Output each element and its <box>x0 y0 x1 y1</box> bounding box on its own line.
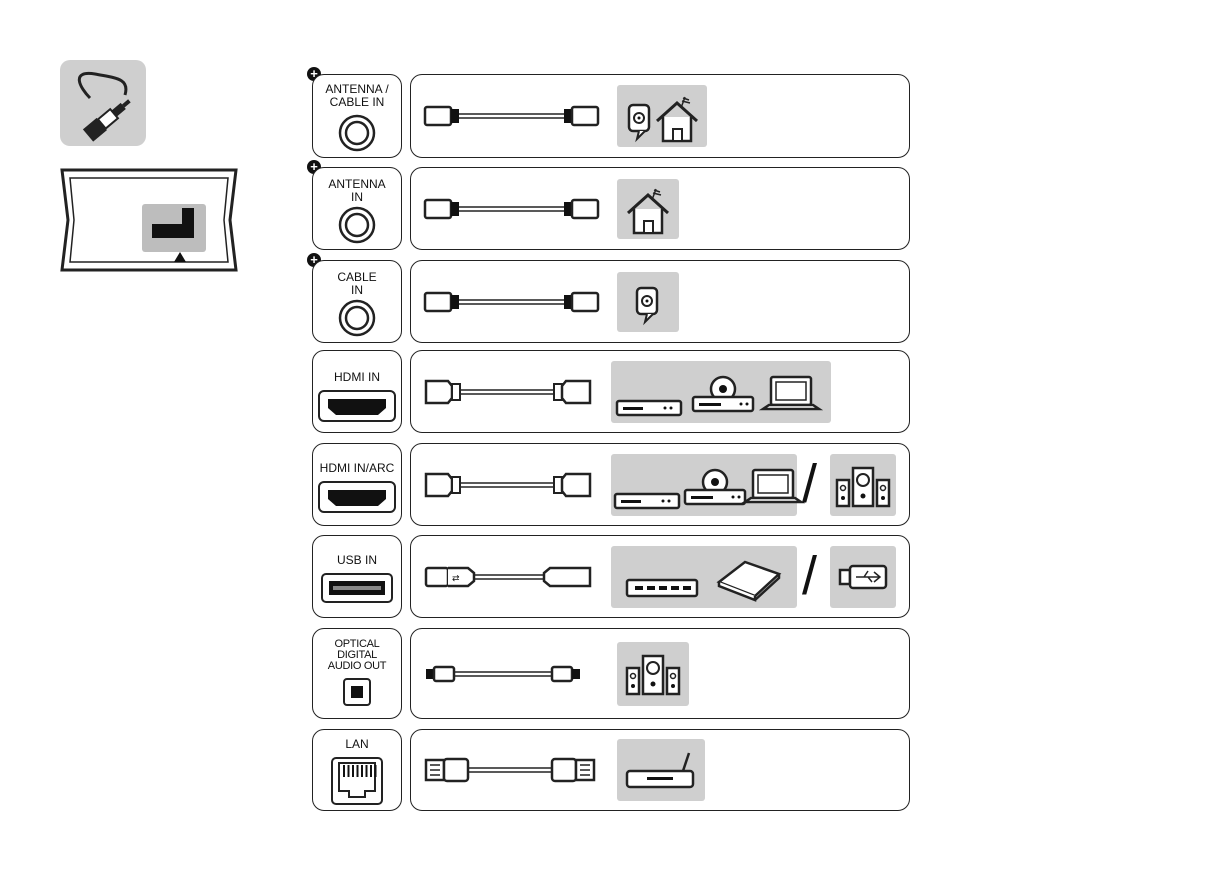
port-box: OPTICAL DIGITAL AUDIO OUT <box>312 628 402 719</box>
usb-hub-icon <box>625 566 699 600</box>
set-top-box-icon <box>613 474 681 512</box>
laptop-icon <box>743 466 803 504</box>
svg-text:⇄: ⇄ <box>452 574 460 584</box>
coax-port-icon <box>337 113 377 153</box>
coax-cable-icon <box>424 99 600 133</box>
wall-outlet-icon <box>633 282 661 324</box>
device-tile <box>611 361 831 423</box>
port-box: ANTENNA IN <box>312 167 402 250</box>
hdmi-cable-icon <box>424 468 600 502</box>
cable-plug-icon <box>60 60 146 146</box>
wall-outlet-icon <box>625 99 653 141</box>
lan-cable-icon <box>424 753 600 787</box>
usb-port-icon <box>321 573 393 603</box>
optical-port-icon <box>343 678 371 706</box>
separator-slash: / <box>802 455 817 513</box>
port-label: ANTENNA IN <box>313 178 401 204</box>
optical-cable-icon <box>424 657 600 691</box>
speakers-icon <box>833 466 893 508</box>
port-label: ANTENNA / CABLE IN <box>313 83 401 109</box>
port-box: ANTENNA / CABLE IN <box>312 74 402 158</box>
port-box: LAN <box>312 729 402 811</box>
device-tile <box>617 272 679 332</box>
house-antenna-icon <box>653 95 701 143</box>
port-label: USB IN <box>313 554 401 567</box>
router-icon <box>623 749 697 789</box>
dvd-player-icon <box>681 468 749 506</box>
device-tile <box>617 85 707 147</box>
device-tile <box>617 642 689 706</box>
dvd-player-icon <box>689 375 757 413</box>
tv-back-panel-icon <box>58 168 240 272</box>
external-hdd-icon <box>715 556 783 602</box>
lan-port-icon <box>331 757 383 805</box>
port-label: LAN <box>313 738 401 751</box>
usb-stick-icon <box>838 560 888 594</box>
device-tile <box>611 454 797 516</box>
port-box: CABLE IN <box>312 260 402 343</box>
coax-port-icon <box>337 298 377 338</box>
device-tile <box>830 546 896 608</box>
usb-cable-icon: ⇄ <box>424 560 600 594</box>
port-label: HDMI IN/ARC <box>313 462 401 475</box>
port-label: CABLE IN <box>313 271 401 297</box>
port-label: OPTICAL DIGITAL AUDIO OUT <box>313 639 401 672</box>
hdmi-cable-icon <box>424 375 600 409</box>
port-box: HDMI IN <box>312 350 402 433</box>
hdmi-port-icon <box>318 390 396 422</box>
device-tile <box>611 546 797 608</box>
port-box: HDMI IN/ARC <box>312 443 402 526</box>
hdmi-port-icon <box>318 481 396 513</box>
port-label: HDMI IN <box>313 371 401 384</box>
separator-slash: / <box>802 547 817 605</box>
device-tile <box>830 454 896 516</box>
device-tile <box>617 179 679 239</box>
house-antenna-icon <box>624 187 672 235</box>
port-box: USB IN <box>312 535 402 618</box>
coax-cable-icon <box>424 285 600 319</box>
speakers-icon <box>623 654 683 696</box>
laptop-icon <box>761 373 821 411</box>
set-top-box-icon <box>615 381 683 419</box>
coax-port-icon <box>337 205 377 245</box>
coax-cable-icon <box>424 192 600 226</box>
device-tile <box>617 739 705 801</box>
